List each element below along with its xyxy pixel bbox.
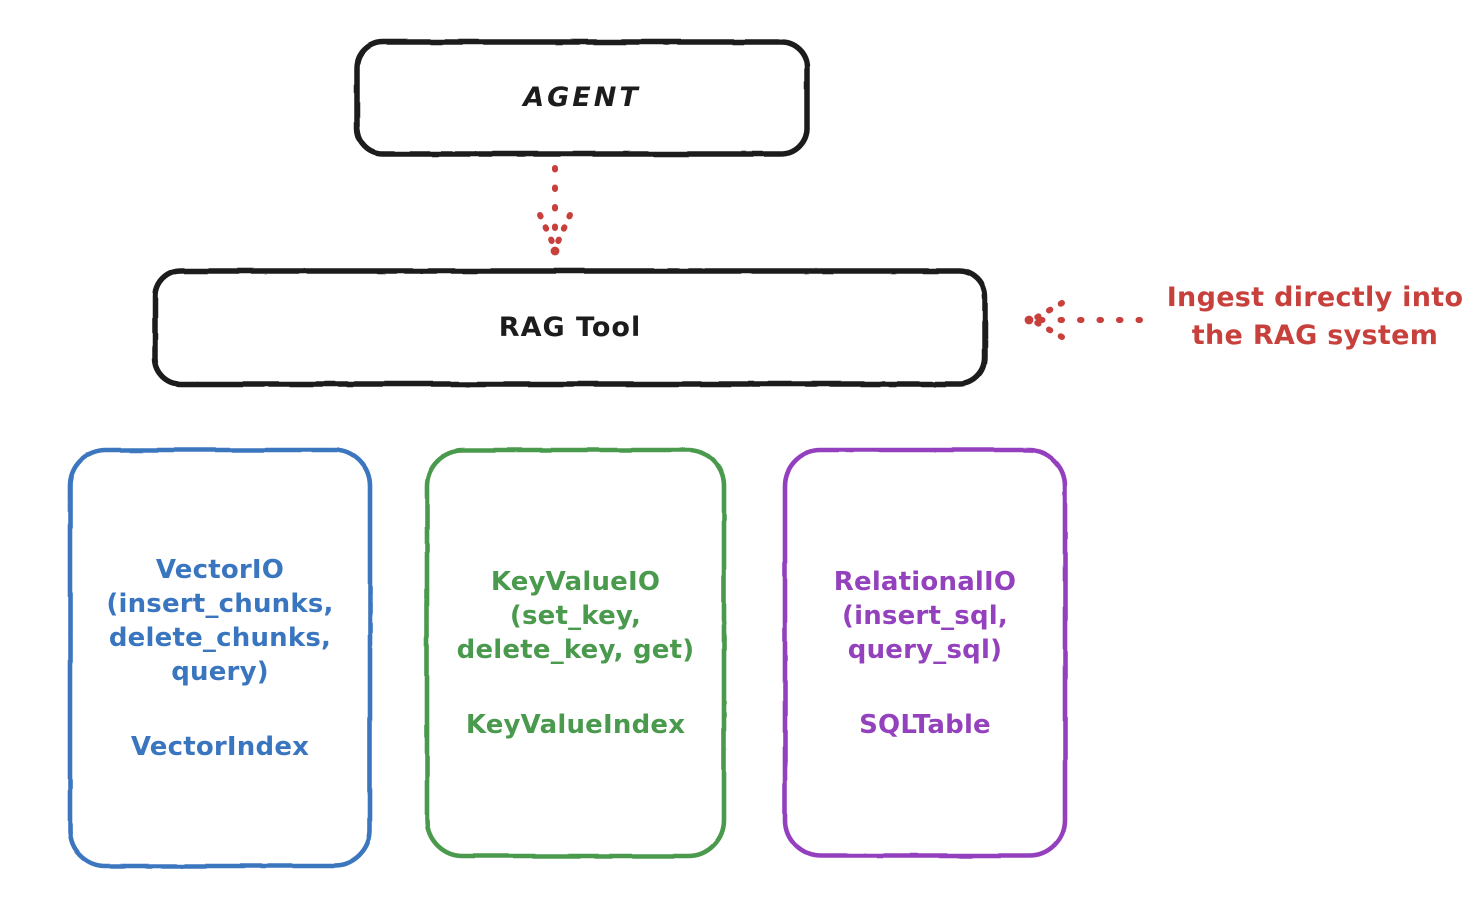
key-value-io-box-outline	[424, 447, 727, 859]
sql-table-label: SQLTable	[859, 709, 991, 740]
rag-tool-node[interactable]: RAG Tool	[155, 271, 985, 384]
key-value-io-node[interactable]: KeyValueIO (set_key, delete_key, get) Ke…	[427, 450, 724, 856]
agent-box-outline	[354, 39, 810, 157]
agent-label: AGENT	[523, 82, 641, 114]
rag-tool-label: RAG Tool	[498, 311, 642, 343]
edge-agent-to-rag-tool	[537, 165, 573, 256]
key-value-index-label: KeyValueIndex	[465, 709, 686, 740]
key-value-io-api-label: KeyValueIO (set_key, delete_key, get)	[456, 567, 695, 665]
rag-tool-box-outline	[152, 268, 988, 387]
ingest-annotation-text: Ingest directly into the RAG system	[1166, 282, 1464, 352]
relational-io-box-outline	[782, 447, 1068, 859]
ingest-annotation: Ingest directly into the RAG system	[1150, 279, 1480, 356]
relational-io-api-label: RelationalIO (insert_sql, query_sql)	[833, 567, 1017, 665]
vector-io-api-label: VectorIO (insert_chunks, delete_chunks, …	[106, 555, 334, 687]
edge-ingest-to-rag-tool	[1024, 300, 1143, 340]
relational-io-node[interactable]: RelationalIO (insert_sql, query_sql) SQL…	[785, 450, 1065, 856]
vector-index-label: VectorIndex	[130, 731, 310, 762]
agent-node[interactable]: AGENT	[357, 42, 807, 154]
vector-io-box-outline	[67, 447, 373, 869]
vector-io-node[interactable]: VectorIO (insert_chunks, delete_chunks, …	[70, 450, 370, 866]
